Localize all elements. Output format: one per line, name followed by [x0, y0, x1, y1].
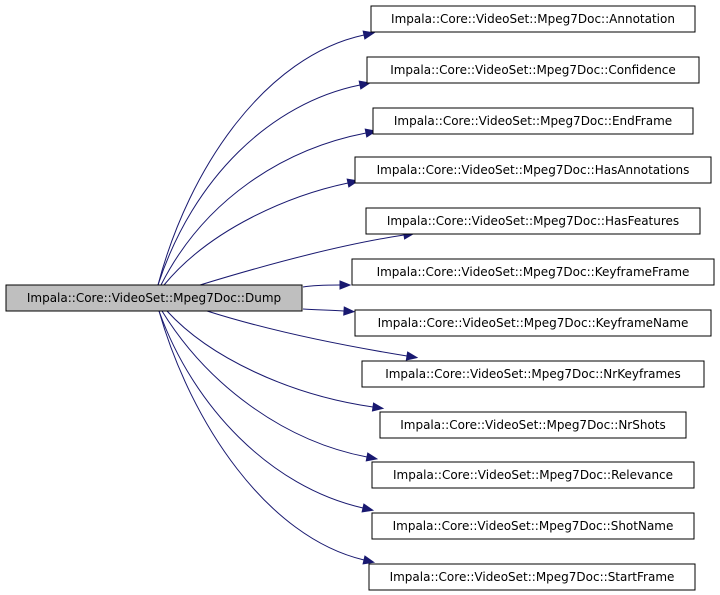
- target-node[interactable]: Impala::Core::VideoSet::Mpeg7Doc::HasFea…: [365, 207, 701, 235]
- target-node[interactable]: Impala::Core::VideoSet::Mpeg7Doc::StartF…: [368, 563, 696, 591]
- target-node[interactable]: Impala::Core::VideoSet::Mpeg7Doc::Annota…: [370, 5, 696, 33]
- call-edge-arrowhead: [362, 555, 376, 565]
- call-edges: [157, 30, 419, 565]
- target-node-label: Impala::Core::VideoSet::Mpeg7Doc::Confid…: [390, 63, 676, 77]
- call-edge: [302, 284, 341, 288]
- target-node[interactable]: Impala::Core::VideoSet::Mpeg7Doc::NrShot…: [379, 411, 687, 439]
- target-node-label: Impala::Core::VideoSet::Mpeg7Doc::HasAnn…: [377, 163, 690, 177]
- source-node-label: Impala::Core::VideoSet::Mpeg7Doc::Dump: [27, 291, 281, 305]
- target-node-box: [368, 563, 696, 591]
- target-node-label: Impala::Core::VideoSet::Mpeg7Doc::NrShot…: [400, 418, 666, 432]
- call-edge: [166, 310, 374, 408]
- target-node[interactable]: Impala::Core::VideoSet::Mpeg7Doc::Confid…: [366, 56, 700, 84]
- call-edge: [206, 310, 408, 357]
- target-node-label: Impala::Core::VideoSet::Mpeg7Doc::ShotNa…: [393, 519, 674, 533]
- target-node[interactable]: Impala::Core::VideoSet::Mpeg7Doc::Keyfra…: [354, 309, 712, 337]
- target-node[interactable]: Impala::Core::VideoSet::Mpeg7Doc::Keyfra…: [351, 258, 715, 286]
- call-edge-arrowhead: [343, 306, 356, 316]
- target-node-label: Impala::Core::VideoSet::Mpeg7Doc::EndFra…: [394, 114, 672, 128]
- call-edge: [163, 182, 349, 286]
- target-node-box: [372, 107, 694, 135]
- target-node-box: [361, 360, 705, 388]
- target-node-label: Impala::Core::VideoSet::Mpeg7Doc::StartF…: [390, 570, 675, 584]
- call-edge-arrowhead: [339, 280, 352, 290]
- target-node-box: [366, 56, 700, 84]
- target-node-label: Impala::Core::VideoSet::Mpeg7Doc::Releva…: [393, 468, 673, 482]
- target-node[interactable]: Impala::Core::VideoSet::Mpeg7Doc::ShotNa…: [371, 512, 695, 540]
- call-edge: [161, 310, 368, 458]
- target-nodes: Impala::Core::VideoSet::Mpeg7Doc::Annota…: [351, 5, 715, 591]
- call-edge-arrowhead: [361, 503, 375, 513]
- call-edge-arrowhead: [362, 30, 376, 40]
- call-edge-arrowhead: [371, 402, 385, 412]
- target-node[interactable]: Impala::Core::VideoSet::Mpeg7Doc::NrKeyf…: [361, 360, 705, 388]
- call-edge: [158, 310, 364, 509]
- call-edge-arrowhead: [405, 351, 419, 361]
- call-edge: [199, 234, 405, 286]
- target-node-box: [379, 411, 687, 439]
- target-node[interactable]: Impala::Core::VideoSet::Mpeg7Doc::Releva…: [371, 461, 695, 489]
- target-node-box: [371, 461, 695, 489]
- target-node-label: Impala::Core::VideoSet::Mpeg7Doc::Annota…: [391, 12, 675, 26]
- target-node-label: Impala::Core::VideoSet::Mpeg7Doc::HasFea…: [387, 214, 679, 228]
- call-edge: [157, 84, 361, 286]
- target-node-label: Impala::Core::VideoSet::Mpeg7Doc::NrKeyf…: [385, 367, 681, 381]
- target-node-box: [351, 258, 715, 286]
- source-node[interactable]: Impala::Core::VideoSet::Mpeg7Doc::Dump: [5, 284, 303, 312]
- target-node[interactable]: Impala::Core::VideoSet::Mpeg7Doc::HasAnn…: [354, 156, 712, 184]
- call-edge: [157, 34, 365, 286]
- target-node-box: [370, 5, 696, 33]
- target-node-label: Impala::Core::VideoSet::Mpeg7Doc::Keyfra…: [377, 265, 690, 279]
- target-node[interactable]: Impala::Core::VideoSet::Mpeg7Doc::EndFra…: [372, 107, 694, 135]
- target-node-box: [365, 207, 701, 235]
- call-edge: [158, 310, 365, 561]
- target-node-box: [354, 309, 712, 337]
- call-edge: [160, 132, 367, 286]
- target-node-box: [354, 156, 712, 184]
- target-node-label: Impala::Core::VideoSet::Mpeg7Doc::Keyfra…: [378, 316, 689, 330]
- call-edge-arrowhead: [365, 452, 379, 462]
- call-edge: [302, 308, 345, 312]
- source-node-box: [5, 284, 303, 312]
- target-node-box: [371, 512, 695, 540]
